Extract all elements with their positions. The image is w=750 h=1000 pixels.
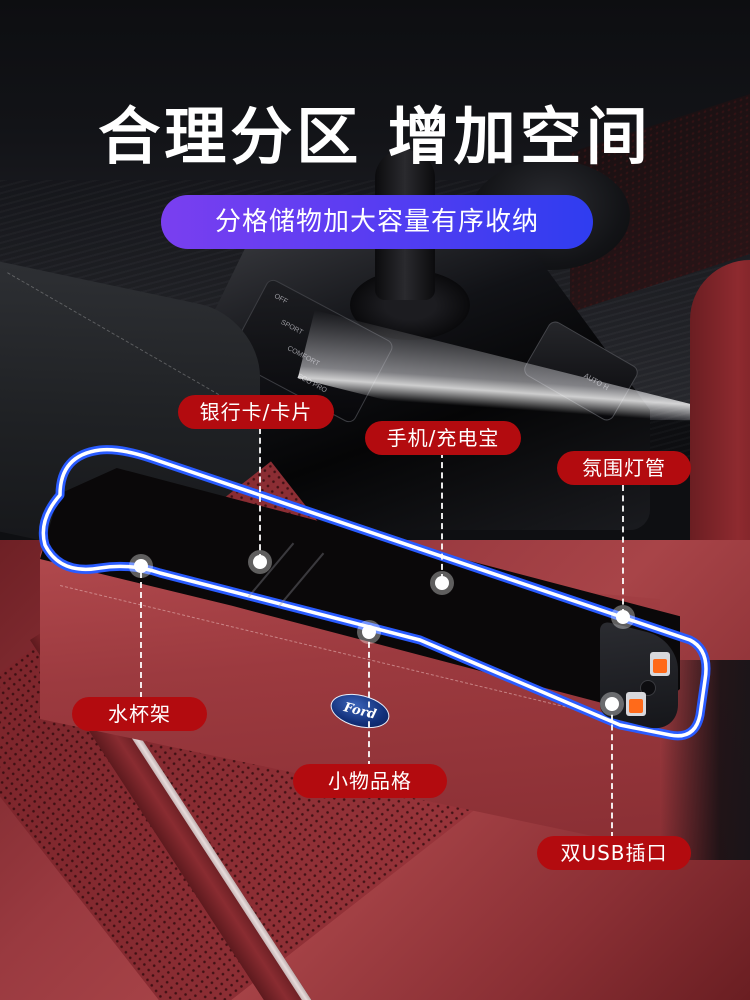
callout-dot-cup bbox=[134, 559, 148, 573]
callout-dot-phone bbox=[435, 576, 449, 590]
leader-line-card bbox=[259, 428, 261, 560]
usb-port-icon bbox=[626, 692, 646, 716]
page-title: 合理分区 增加空间 bbox=[98, 100, 652, 173]
brand-text: Ford bbox=[342, 699, 378, 723]
leader-line-usb bbox=[611, 705, 613, 838]
leader-line-light bbox=[622, 485, 624, 615]
callout-cup-holder: 水杯架 bbox=[72, 697, 207, 731]
callout-card-slot: 银行卡/卡片 bbox=[178, 395, 334, 429]
callout-ambient-light: 氛围灯管 bbox=[557, 451, 691, 485]
callout-dot-small bbox=[362, 625, 376, 639]
callout-phone-slot: 手机/充电宝 bbox=[365, 421, 521, 455]
leader-line-small bbox=[368, 632, 370, 767]
callout-dot-light bbox=[616, 610, 630, 624]
subtitle-badge: 分格储物加大容量有序收纳 bbox=[161, 195, 593, 249]
callout-dot-usb bbox=[605, 697, 619, 711]
callout-usb-ports: 双USB插口 bbox=[537, 836, 691, 870]
leader-line-phone bbox=[441, 452, 443, 580]
callout-dot-card bbox=[253, 555, 267, 569]
leader-line-cup bbox=[140, 572, 142, 698]
usb-port-icon bbox=[650, 652, 670, 676]
callout-small-items: 小物品格 bbox=[293, 764, 447, 798]
